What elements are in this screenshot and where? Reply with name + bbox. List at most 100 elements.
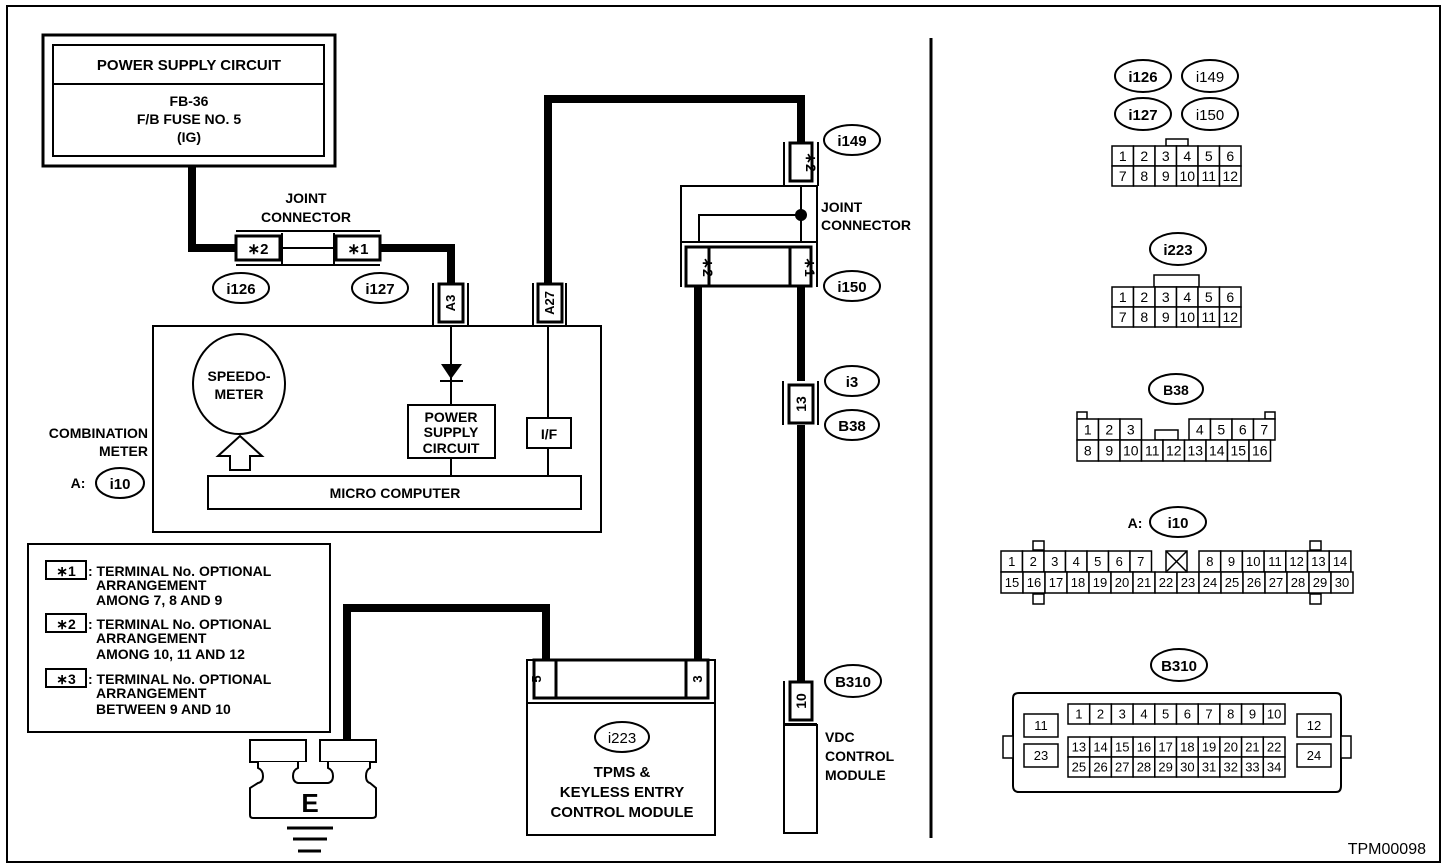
pin-number: 2: [1030, 554, 1037, 569]
connector-i150: i150: [837, 279, 866, 296]
pin-number: 2: [1097, 707, 1104, 722]
wire-fuse-to-joint: [188, 166, 236, 252]
pin-number: 28: [1137, 760, 1151, 775]
combination-meter-label-2: METER: [99, 443, 148, 459]
svg-text:i150: i150: [1196, 107, 1224, 124]
pin-number: 7: [1119, 309, 1127, 325]
meter-power-supply-line-2: SUPPLY: [424, 424, 479, 440]
wire-a27-to-i149: [544, 95, 805, 284]
pin-cell: [1262, 756, 1286, 778]
connector-i10-label: i10: [110, 476, 131, 493]
legend-item-2: ∗2 : TERMINAL No. OPTIONAL ARRANGEMENT A…: [45, 613, 272, 662]
legend-key-2: ∗2: [56, 616, 76, 632]
power-supply-line-1: FB-36: [170, 93, 209, 109]
joint-connector-top: JOINT CONNECTOR ∗2 ∗1 i126 i127: [212, 190, 409, 304]
pin-number: 3: [1127, 422, 1135, 438]
pin-number: 9: [1105, 443, 1113, 459]
connector-i149: i149: [837, 133, 866, 150]
pin-number: 7: [1205, 707, 1212, 722]
ground-label: E: [301, 788, 318, 818]
svg-text:B38: B38: [1163, 382, 1189, 398]
svg-text:i126: i126: [1128, 69, 1157, 86]
pin-number: 2: [1140, 148, 1148, 164]
pin-number: 5: [1205, 289, 1213, 305]
pin-number: 14: [1333, 554, 1347, 569]
i150-terminal-right: ∗1: [802, 257, 818, 277]
outer-frame: [6, 5, 1441, 863]
pin-number: 3: [1119, 707, 1126, 722]
pin-number: 12: [1222, 168, 1238, 184]
pin-number: 28: [1291, 575, 1305, 590]
svg-text:i10: i10: [1168, 515, 1189, 532]
legend-key-1: ∗1: [56, 563, 76, 579]
combination-meter-prefix: A:: [71, 475, 86, 491]
pin-number: 13: [1187, 443, 1203, 459]
pin-number: 30: [1180, 760, 1194, 775]
joint-terminal-left: ∗2: [248, 241, 269, 258]
pin-number: 8: [1084, 443, 1092, 459]
pin-number: 11: [1201, 168, 1216, 184]
svg-text:ARRANGEMENT: ARRANGEMENT: [96, 577, 207, 593]
pin-number: 12: [1222, 309, 1238, 325]
pin-number: 33: [1245, 760, 1259, 775]
pin-number: 23: [1181, 575, 1195, 590]
micro-computer-label: MICRO COMPUTER: [330, 485, 461, 501]
svg-text:i127: i127: [1128, 107, 1157, 124]
combination-meter: A3 A27 SPEEDO- METER POWER SUPPLY CIRCUI…: [49, 282, 602, 533]
speedometer-line-1: SPEEDO-: [207, 368, 270, 384]
connector-i223: i223: [608, 730, 636, 747]
vdc-label-2: CONTROL: [825, 748, 895, 764]
svg-text:B310: B310: [1161, 658, 1197, 675]
pin-number: 20: [1224, 740, 1238, 755]
wire-joint-to-a3: [378, 244, 455, 284]
pin-number: 1: [1084, 422, 1092, 438]
svg-text:ARRANGEMENT: ARRANGEMENT: [96, 685, 207, 701]
pin-number: 19: [1202, 740, 1216, 755]
pin-number: 12: [1166, 443, 1182, 459]
pin-cell: [1218, 165, 1242, 187]
svg-text:BETWEEN 9 AND 10: BETWEEN 9 AND 10: [96, 701, 231, 717]
pin-number: 11: [1145, 443, 1160, 459]
pin-number: 5: [1094, 554, 1101, 569]
pin-number: 16: [1027, 575, 1041, 590]
pin-number: 11: [1268, 554, 1282, 569]
pin-number: 4: [1073, 554, 1080, 569]
ground-icon: [287, 826, 333, 853]
terminal-a3: A3: [443, 295, 458, 312]
pin-number: 14: [1093, 740, 1107, 755]
meter-power-supply-line-1: POWER: [425, 409, 478, 425]
pin-number: 4: [1183, 148, 1191, 164]
splice-point: [795, 209, 807, 221]
inline-terminal: 13: [793, 396, 809, 412]
pin-number: 21: [1137, 575, 1151, 590]
pin-number: 3: [1162, 148, 1170, 164]
pin-number: 4: [1196, 422, 1204, 438]
vdc-label-1: VDC: [825, 729, 855, 745]
pin-number: 25: [1072, 760, 1086, 775]
pin-number: 26: [1093, 760, 1107, 775]
pin-number: 9: [1228, 554, 1235, 569]
pin-number: 2: [1140, 289, 1148, 305]
pin-number: 5: [1205, 148, 1213, 164]
pin-number: 25: [1225, 575, 1239, 590]
connector-i3: i3: [846, 374, 859, 391]
combination-meter-label-1: COMBINATION: [49, 425, 148, 441]
pin-number: 15: [1115, 740, 1129, 755]
legend-item-3: ∗3 : TERMINAL No. OPTIONAL ARRANGEMENT B…: [45, 668, 272, 717]
pin-number: 8: [1140, 309, 1148, 325]
pin-cell: [1218, 306, 1242, 328]
pin-number: 11: [1201, 309, 1216, 325]
pin-number: 23: [1034, 748, 1048, 763]
pin-number: 10: [1267, 707, 1281, 722]
i149-terminal: ∗2: [803, 152, 819, 172]
pin-number: 27: [1269, 575, 1283, 590]
pin-number: 24: [1203, 575, 1217, 590]
tpms-label-3: CONTROL MODULE: [550, 804, 693, 821]
svg-text:: TERMINAL No. OPTIONAL: : TERMINAL No. OPTIONAL: [88, 671, 272, 687]
pin-number: 6: [1226, 289, 1234, 305]
connector-i126: i126: [226, 281, 255, 298]
connector-i127: i127: [365, 281, 394, 298]
svg-text:: TERMINAL No. OPTIONAL: : TERMINAL No. OPTIONAL: [88, 616, 272, 632]
joint-label-2: CONNECTOR: [261, 209, 351, 225]
